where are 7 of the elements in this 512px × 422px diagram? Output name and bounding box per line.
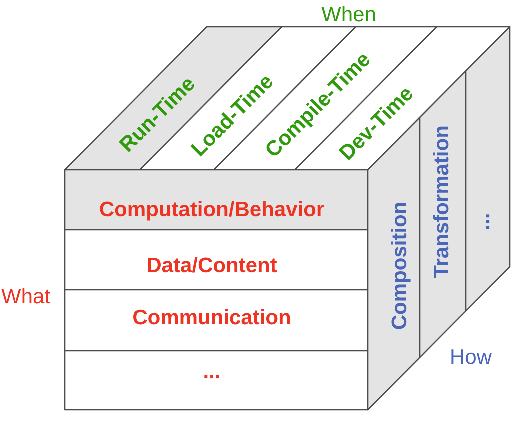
side-face-cell: ...: [465, 26, 511, 312]
front-face-row: Data/Content: [64, 229, 369, 291]
front-face-row: Communication: [64, 289, 369, 352]
front-face-row: Computation/Behavior: [64, 169, 369, 231]
axis-label: What: [2, 288, 50, 304]
axis-label: When: [322, 6, 376, 22]
front-face-row: ...: [64, 350, 369, 411]
